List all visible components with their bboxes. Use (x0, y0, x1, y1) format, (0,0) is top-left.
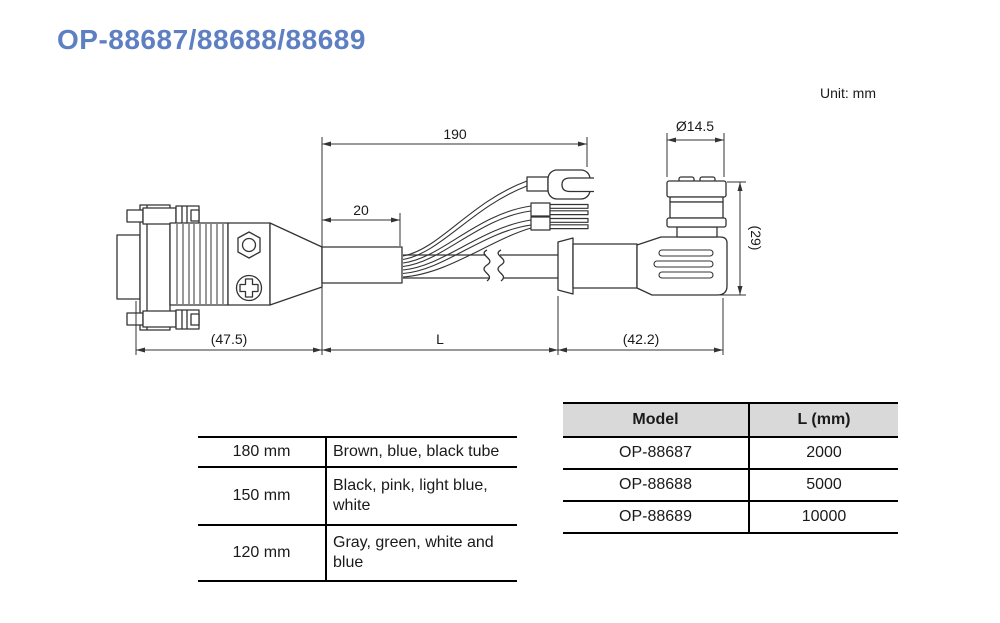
pin-terminals (530, 202, 589, 231)
unit-label: Unit: mm (820, 85, 876, 101)
dsub-connector (116, 204, 323, 331)
wire-colors-cell: Brown, blue, black tube (326, 435, 517, 469)
table-row: OP-88688 5000 (563, 469, 898, 502)
hex-nut (237, 231, 261, 259)
phillips-screw (235, 274, 263, 302)
model-cell: OP-88688 (563, 469, 750, 502)
coupling-nut (666, 176, 727, 228)
dimension-labels: 190 20 Ø14.5 (29) (47.5) L (42.2) (211, 118, 764, 347)
break-symbol (483, 249, 491, 282)
fork-terminal (526, 169, 594, 200)
length-cell: 2000 (749, 437, 898, 470)
table-header-row: Model L (mm) (563, 402, 898, 438)
length-column-header: L (mm) (749, 402, 898, 438)
connector-body (636, 236, 728, 296)
length-cell: 5000 (749, 469, 898, 502)
dim-label-190: 190 (443, 126, 467, 142)
cable-dimension-drawing: 190 20 Ø14.5 (29) (47.5) L (42.2) (116, 118, 764, 355)
dimension-lines (135, 133, 746, 355)
break-symbol (497, 249, 505, 282)
table-row: OP-88689 10000 (563, 501, 898, 534)
jack-screw-bottom (126, 309, 200, 330)
wire-colors-cell: Gray, green, white and blue (326, 524, 517, 583)
dim-label-diameter: Ø14.5 (676, 118, 714, 134)
dimension-arrows (136, 137, 743, 353)
table-row: 150 mm Black, pink, light blue, white (198, 466, 517, 527)
grip-ribs (653, 249, 714, 279)
wire-colors-cell: Black, pink, light blue, white (326, 466, 517, 527)
wire-spec-table: 180 mm Brown, blue, black tube 150 mm Bl… (198, 435, 517, 583)
jack-screw-top (126, 205, 200, 226)
dim-label-29: (29) (748, 226, 764, 251)
table-row: 180 mm Brown, blue, black tube (198, 435, 517, 469)
page-title: OP-88687/88688/88689 (57, 24, 366, 55)
model-cell: OP-88687 (563, 437, 750, 470)
model-column-header: Model (563, 402, 750, 438)
wire-length-cell: 150 mm (198, 466, 327, 527)
strain-relief-sleeve (572, 243, 638, 289)
dim-label-L: L (436, 331, 444, 347)
dim-label-47-5: (47.5) (211, 331, 248, 347)
connector-neck (676, 226, 718, 238)
wire-length-cell: 120 mm (198, 524, 327, 583)
model-cell: OP-88689 (563, 501, 750, 534)
strain-relief-flare (557, 237, 574, 295)
model-table: Model L (mm) OP-88687 2000 OP-88688 5000… (563, 402, 898, 534)
dim-label-20: 20 (353, 202, 369, 218)
length-cell: 10000 (749, 501, 898, 534)
table-row: 120 mm Gray, green, white and blue (198, 524, 517, 583)
dim-label-42-2: (42.2) (623, 331, 660, 347)
wire-length-cell: 180 mm (198, 435, 327, 469)
cable (321, 246, 558, 284)
table-row: OP-88687 2000 (563, 437, 898, 470)
breakout-wires (402, 180, 532, 278)
right-angle-connector (557, 176, 728, 296)
